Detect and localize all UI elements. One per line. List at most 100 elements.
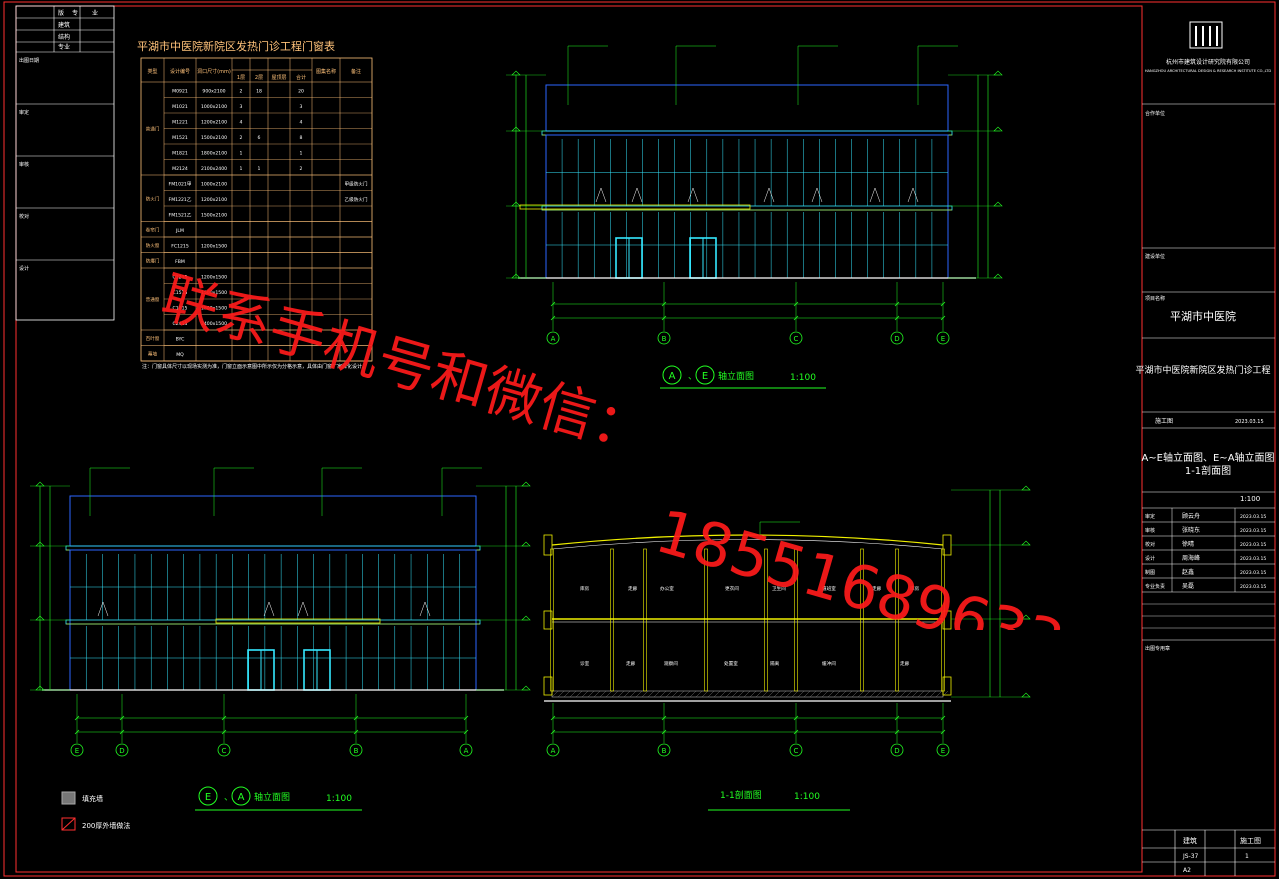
window-opening-mark	[687, 187, 699, 203]
ground-hatch	[617, 690, 625, 698]
axis-bubble	[349, 743, 363, 757]
dimension-tick	[661, 715, 667, 721]
ground-hatch	[635, 690, 643, 698]
elev1-title-dash: 、	[688, 372, 697, 382]
axis-bubble-label: C	[794, 335, 799, 343]
tb-stage-label: 施工图	[1155, 417, 1173, 425]
door-schedule-cell: FC1215	[171, 244, 189, 250]
tb-label-client: 建设单位	[1145, 253, 1165, 260]
tb-label-project: 项目名称	[1145, 295, 1165, 302]
section-wall	[860, 548, 864, 692]
elev2-title-end: A	[238, 792, 245, 803]
door-schedule-header-cell: 1层	[237, 75, 245, 81]
elev2-scale: 1:100	[326, 794, 352, 804]
axis-bubble	[936, 743, 950, 757]
door-schedule-header-cell: 设计编号	[170, 68, 190, 75]
dimension-tick	[119, 729, 125, 735]
tb-project-name: 平湖市中医院新院区发热门诊工程	[1135, 364, 1270, 376]
ground-slab	[551, 690, 944, 698]
section-title-text: 1-1剖面图	[720, 789, 762, 801]
axis-bubble	[70, 743, 84, 757]
elev1-title: A 、 E 轴立面图 1:100	[660, 365, 826, 389]
window-opening-mark	[631, 187, 643, 203]
axis-bubble-label: E	[941, 335, 945, 343]
room-label-lower: 走廊	[900, 660, 910, 667]
signer-role: 审定	[1145, 513, 1155, 520]
section-wall	[610, 548, 614, 692]
room-label-upper: 走廊	[628, 585, 638, 592]
roof-cornice	[541, 130, 953, 136]
ground-hatch	[641, 690, 649, 698]
ground-hatch	[659, 690, 667, 698]
ground-hatch	[581, 690, 589, 698]
dimension-tick	[894, 715, 900, 721]
level-triangle	[993, 201, 1003, 207]
room-label-upper: 库房	[580, 585, 590, 592]
ground-hatch	[575, 690, 583, 698]
axis-bubble	[890, 743, 904, 757]
section-wall	[794, 548, 798, 692]
door-schedule-cell: JLM	[175, 228, 184, 234]
ground-hatch	[599, 690, 607, 698]
ground-hatch	[875, 690, 883, 698]
level-triangle	[35, 541, 45, 547]
door-schedule-cell: M1521	[172, 135, 188, 141]
door-schedule-cell: 1000x2100	[201, 182, 227, 188]
ground-hatch	[755, 690, 763, 698]
level-triangle	[35, 481, 45, 487]
room-label-upper: 走廊	[872, 585, 882, 592]
dimension-tick	[353, 715, 359, 721]
axis-bubble-label: C	[794, 747, 799, 755]
axis-bubble-label: A	[464, 747, 469, 755]
tb-label-partner: 合作单位	[1145, 110, 1165, 117]
room-label-upper: 值班室	[822, 585, 836, 592]
signer-name: 徐晴	[1182, 540, 1194, 548]
beam-end	[543, 610, 553, 630]
door-schedule-cell: 2	[300, 166, 303, 172]
door-schedule-group-cell: 卷帘门	[146, 226, 160, 233]
level-triangle	[521, 685, 531, 691]
door-schedule-cell: 20	[298, 89, 304, 95]
ground-hatch	[587, 690, 595, 698]
signer-name: 张晓东	[1182, 526, 1200, 534]
elev1-title-start: A	[669, 371, 676, 382]
door-schedule-cell: 1500x1500	[201, 290, 227, 296]
ground-hatch	[569, 690, 577, 698]
ground-hatch	[857, 690, 865, 698]
door-schedule-cell: 1500x2100	[201, 213, 227, 219]
ground-hatch	[767, 690, 775, 698]
ground-hatch	[779, 690, 787, 698]
ground-hatch	[911, 690, 919, 698]
section-wall	[764, 548, 768, 692]
signer-name: 周海峰	[1182, 554, 1200, 562]
ground-hatch	[623, 690, 631, 698]
elev2-title: E 、 A 轴立面图 1:100	[195, 786, 362, 811]
dimension-tick	[793, 315, 799, 321]
level-triangle	[993, 70, 1003, 76]
ground-hatch	[611, 690, 619, 698]
door-schedule-group-cell: 普通门	[146, 126, 160, 133]
ground-hatch	[881, 690, 889, 698]
canopy	[215, 618, 381, 624]
axis-bubble	[789, 331, 803, 345]
signer-date: 2023.03.15	[1240, 584, 1266, 590]
ground-hatch	[731, 690, 739, 698]
window-opening-mark	[595, 187, 607, 203]
footing-end	[942, 676, 952, 696]
elev2-title-text: 轴立面图	[254, 791, 290, 803]
axis-bubble	[657, 331, 671, 345]
door-schedule-cell: 1	[258, 166, 261, 172]
beam-end	[942, 610, 952, 630]
dimension-tick	[463, 729, 469, 735]
signer-role: 审核	[1145, 527, 1155, 534]
rev-side-1: 出图日期	[19, 57, 39, 64]
axis-bubble	[789, 743, 803, 757]
ground-hatch	[863, 690, 871, 698]
door-schedule-cell: 2400x1500	[201, 321, 227, 327]
rev-header-1: 版	[58, 9, 64, 17]
ground-hatch	[893, 690, 901, 698]
axis-bubble-label: D	[894, 747, 899, 755]
axis-bubble	[546, 331, 560, 345]
